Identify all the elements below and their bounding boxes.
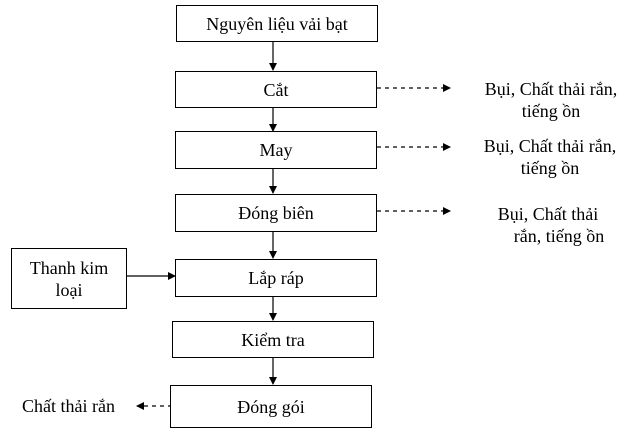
step-packaging: Đóng gói (170, 385, 372, 428)
step-inspection: Kiểm tra (172, 321, 374, 358)
step-sewing: May (175, 131, 377, 169)
step-cutting: Cắt (175, 71, 377, 108)
output-hemming-line2: rắn, tiếng ồn (513, 226, 605, 246)
output-hemming-line1: Bụi, Chất thải (497, 204, 599, 224)
output-cutting-line1: Bụi, Chất thải rắn, (484, 79, 618, 99)
input-metal-bar-line2: loại (55, 279, 83, 300)
step-raw-material: Nguyên liệu vải bạt (176, 5, 378, 42)
output-hemming-waste: Bụi, Chất thải rắn, tiếng ồn (468, 203, 628, 247)
output-sewing-line2: tiếng ồn (520, 158, 580, 178)
input-metal-bar-line1: Thanh kim (29, 257, 109, 278)
output-sewing-waste: Bụi, Chất thải rắn, tiếng ồn (465, 135, 635, 179)
step-hemming: Đóng biên (175, 194, 377, 232)
step-assembly: Lắp ráp (175, 259, 377, 297)
output-sewing-line1: Bụi, Chất thải rắn, (483, 136, 617, 156)
input-metal-bar: Thanh kim loại (11, 248, 127, 309)
output-cutting-waste: Bụi, Chất thải rắn, tiếng ồn (466, 78, 636, 122)
output-packaging-waste: Chất thải rắn (22, 396, 115, 416)
output-cutting-line2: tiếng ồn (521, 101, 581, 121)
